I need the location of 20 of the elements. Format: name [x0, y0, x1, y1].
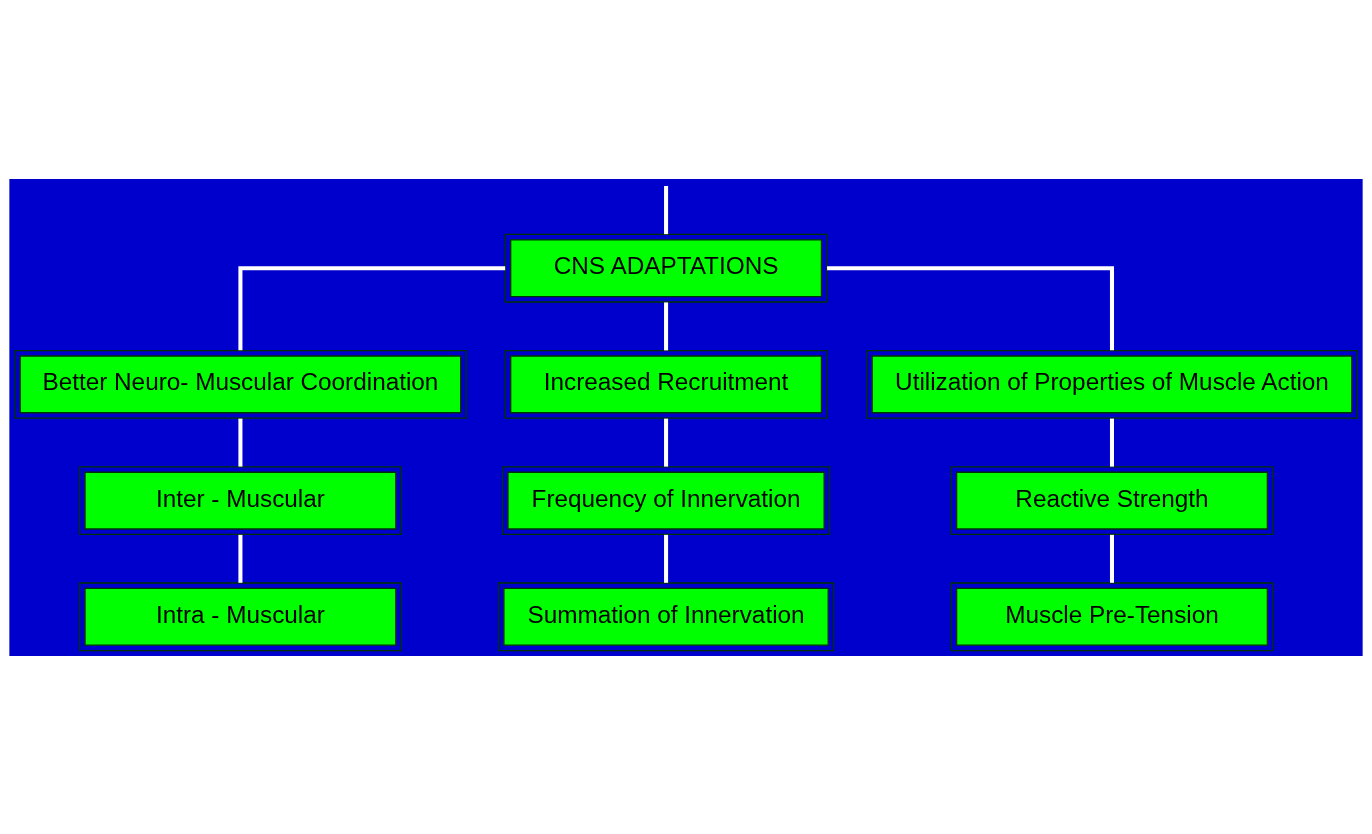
connector [664, 301, 669, 350]
node-box: Summation of Innervation [497, 581, 835, 651]
connector [664, 185, 669, 234]
node-box: CNS ADAPTATIONS [504, 233, 828, 303]
connector [1109, 534, 1114, 583]
node-box: Muscle Pre-Tension [950, 581, 1274, 651]
node-box: Inter - Muscular [78, 465, 402, 535]
node-box: Reactive Strength [950, 465, 1274, 535]
node-box: Intra - Muscular [78, 581, 402, 651]
connector [827, 265, 1114, 350]
connector [238, 418, 243, 467]
connector [664, 534, 669, 583]
connector [238, 534, 243, 583]
node-box: Increased Recruitment [504, 349, 828, 419]
connector [238, 265, 506, 350]
node-box: Better Neuro- Muscular Coordination [14, 349, 467, 419]
node-box: Frequency of Innervation [501, 465, 831, 535]
connector [1109, 418, 1114, 467]
connector [664, 418, 669, 467]
node-box: Utilization of Properties of Muscle Action [866, 349, 1358, 419]
